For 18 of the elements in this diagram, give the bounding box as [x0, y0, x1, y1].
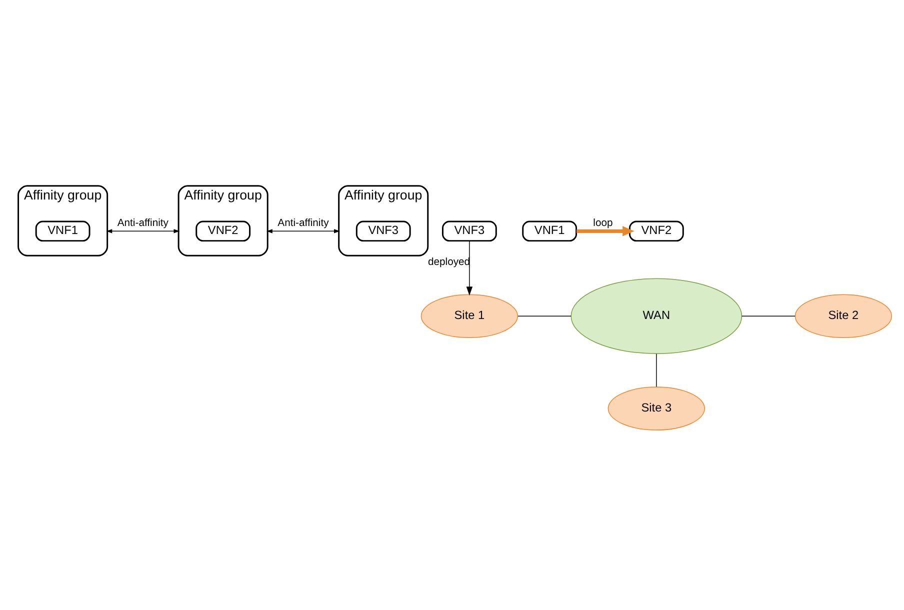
edge-label: Anti-affinity — [278, 218, 329, 230]
node-box: VNF1 — [35, 220, 90, 242]
node-box: VNF2 — [628, 220, 684, 242]
node-ellipse: WAN — [570, 278, 742, 354]
edge-label: Anti-affinity — [117, 218, 169, 230]
node-box: VNF3 — [356, 220, 411, 242]
arrow — [266, 229, 340, 234]
node-ellipse: Site 2 — [794, 294, 892, 338]
arrow — [106, 229, 180, 234]
edge-label: loop — [593, 218, 613, 230]
node-box: VNF1 — [522, 220, 578, 242]
connector — [656, 353, 657, 388]
arrow — [576, 226, 634, 236]
arrow — [466, 240, 473, 296]
node-ellipse: Site 1 — [420, 294, 518, 338]
node-box: VNF2 — [196, 220, 251, 242]
node-ellipse: Site 3 — [608, 386, 706, 430]
node-box: VNF3 — [442, 220, 497, 242]
